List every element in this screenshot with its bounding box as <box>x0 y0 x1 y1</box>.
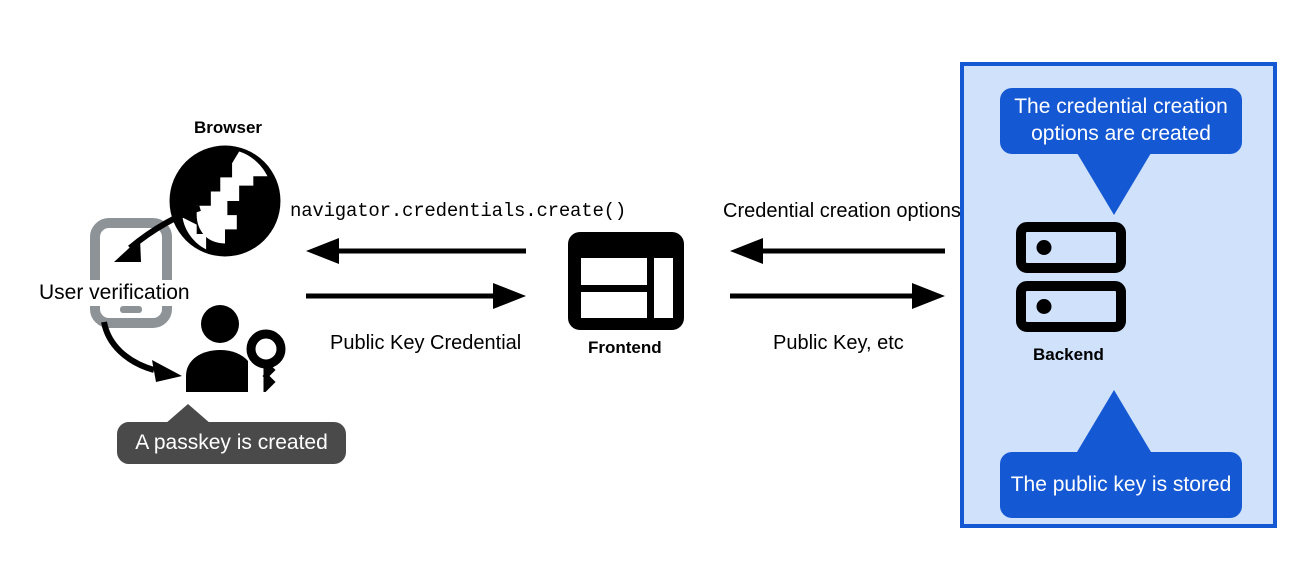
user-verification-label: User verification <box>36 280 193 306</box>
flow-public-key-credential-label: Public Key Credential <box>330 332 522 354</box>
arrow-right-frontend-to-backend <box>730 283 945 309</box>
callout-bottom-pointer <box>1077 390 1151 452</box>
server-rack-icon <box>1016 222 1126 332</box>
mobile-phone-icon <box>90 218 172 328</box>
passkey-callout: A passkey is created <box>117 422 346 464</box>
arrow-browser-to-device <box>114 205 201 262</box>
passkey-callout-pointer <box>165 404 211 424</box>
arrow-device-to-user <box>101 321 182 382</box>
person-with-key-icon <box>186 305 286 392</box>
browser-label: Browser <box>194 118 263 137</box>
flow-credential-creation-options-label: Credential creation options <box>723 200 961 222</box>
backend-label: Backend <box>1033 345 1104 364</box>
flow-public-key-etc-label: Public Key, etc <box>773 332 904 354</box>
callout-top-pointer <box>1077 153 1151 215</box>
frontend-label: Frontend <box>588 338 662 357</box>
flow-navigator-credentials-create-label: navigator.credentials.create() <box>290 200 627 222</box>
arrow-left-frontend-to-browser <box>306 238 526 264</box>
browser-window-layout-icon <box>568 232 684 330</box>
arrow-right-browser-to-frontend <box>306 283 526 309</box>
backend-callout-bottom: The public key is stored <box>1000 452 1242 518</box>
globe-icon <box>169 145 281 257</box>
backend-callout-top: The credential creation options are crea… <box>1000 88 1242 154</box>
arrow-left-backend-to-frontend <box>730 238 945 264</box>
